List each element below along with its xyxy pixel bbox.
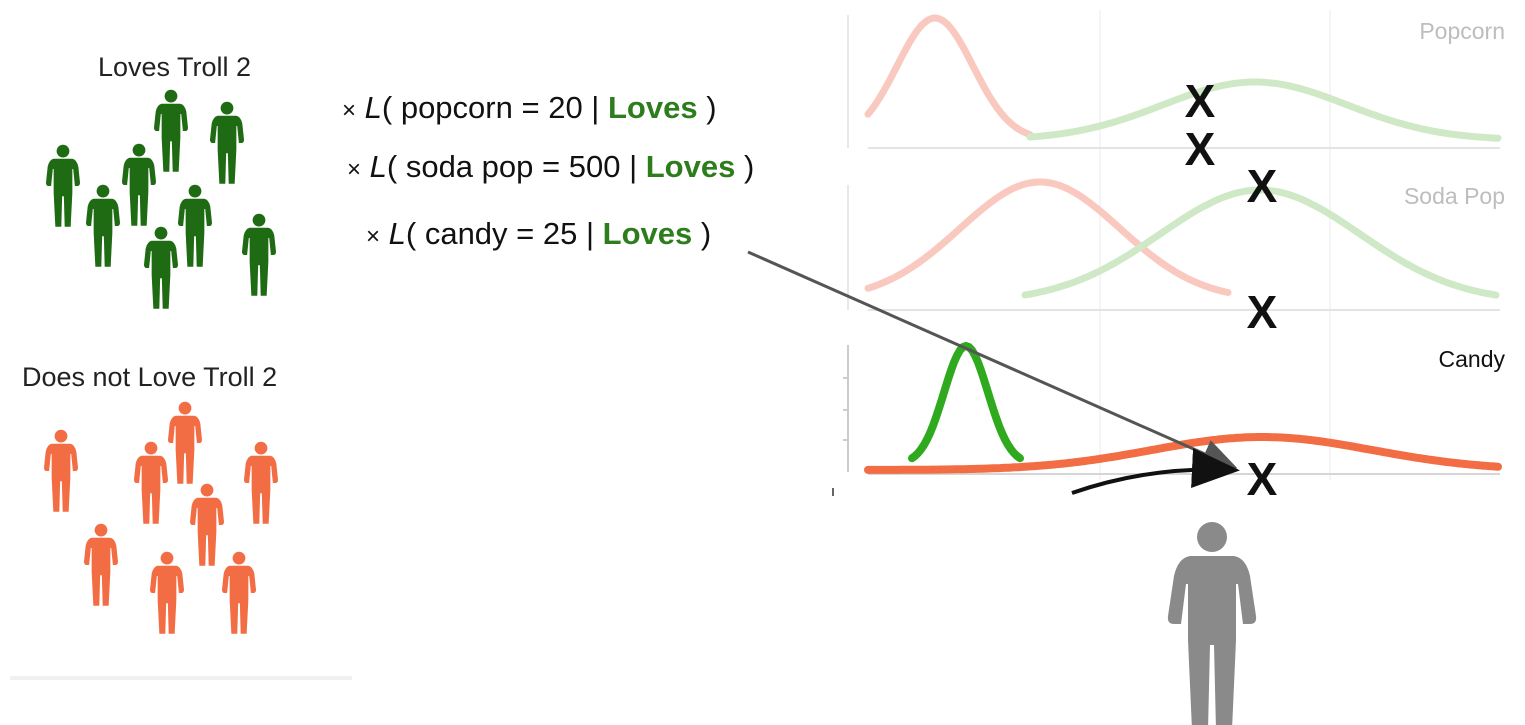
grid-lines bbox=[1099, 10, 1331, 480]
person-icon bbox=[84, 522, 118, 613]
loves-curve bbox=[908, 341, 1024, 463]
variable-value: 25 bbox=[542, 216, 578, 251]
axis-mark bbox=[832, 488, 834, 496]
x-marker: X bbox=[1247, 453, 1278, 505]
loves-curve bbox=[1026, 78, 1502, 142]
class-label: Loves bbox=[602, 216, 693, 251]
given-bar: | bbox=[577, 216, 603, 251]
likelihood-func: L bbox=[388, 216, 406, 251]
soda-pop-panel bbox=[847, 178, 1500, 311]
times-sign: × bbox=[342, 97, 357, 124]
not-loves-curve bbox=[864, 14, 1034, 139]
person-icon bbox=[210, 100, 244, 191]
curved-arrow bbox=[1071, 448, 1240, 495]
likelihood-func: L bbox=[369, 149, 387, 184]
x-marker: X bbox=[1185, 123, 1216, 175]
person-icon bbox=[154, 88, 188, 179]
person-icon bbox=[46, 143, 80, 234]
paren-open: ( bbox=[381, 90, 401, 125]
likelihood-term-candy: × L( candy = 25 | Loves ) bbox=[366, 216, 711, 252]
variable-name: candy bbox=[424, 216, 508, 251]
x-marker: X bbox=[1247, 286, 1278, 338]
class-label: Loves bbox=[645, 149, 736, 184]
given-bar: | bbox=[582, 90, 608, 125]
given-bar: | bbox=[620, 149, 646, 184]
likelihood-func: L bbox=[364, 90, 382, 125]
person-icon bbox=[144, 225, 178, 316]
times-sign: × bbox=[347, 156, 362, 183]
panel-label-popcorn: Popcorn bbox=[1419, 18, 1505, 44]
person-icon bbox=[122, 142, 156, 233]
paren-close: ) bbox=[735, 149, 755, 184]
person-icon bbox=[86, 183, 120, 274]
variable-name: popcorn bbox=[400, 90, 513, 125]
paren-open: ( bbox=[386, 149, 406, 184]
variable-value: 500 bbox=[568, 149, 621, 184]
popcorn-panel bbox=[847, 14, 1502, 149]
person-icon bbox=[134, 440, 168, 531]
likelihood-term-popcorn: × L( popcorn = 20 | Loves ) bbox=[342, 90, 717, 126]
person-icon bbox=[168, 400, 202, 491]
divider bbox=[10, 676, 352, 680]
person-icon bbox=[222, 550, 256, 641]
paren-open: ( bbox=[405, 216, 425, 251]
equals: = bbox=[507, 216, 543, 251]
equals: = bbox=[512, 90, 549, 125]
not-loves-curve bbox=[864, 178, 1232, 296]
times-sign: × bbox=[366, 223, 381, 250]
person-icon bbox=[242, 212, 276, 303]
variable-value: 20 bbox=[548, 90, 583, 125]
not-loves-group-title: Does not Love Troll 2 bbox=[22, 362, 278, 392]
panel-label-soda-pop: Soda Pop bbox=[1403, 183, 1505, 209]
person-icon bbox=[150, 550, 184, 641]
paren-close: ) bbox=[692, 216, 712, 251]
person-icon bbox=[190, 482, 224, 573]
panel-label-candy: Candy bbox=[1438, 346, 1505, 372]
x-marker: X bbox=[1185, 75, 1216, 127]
axis-ticks bbox=[843, 377, 848, 441]
x-markers: X X X X X bbox=[1185, 75, 1278, 505]
not-loves-curve bbox=[864, 433, 1502, 474]
paren-close: ) bbox=[697, 90, 717, 125]
equals: = bbox=[533, 149, 569, 184]
candy-panel bbox=[843, 341, 1502, 475]
arrow-to-candy-value bbox=[747, 250, 1238, 469]
class-label: Loves bbox=[607, 90, 698, 125]
person-icon bbox=[244, 440, 278, 531]
variable-name: soda pop bbox=[405, 149, 534, 184]
person-icon bbox=[178, 183, 212, 274]
new-person-icon bbox=[1167, 522, 1257, 725]
x-marker: X bbox=[1247, 160, 1278, 212]
loves-curve bbox=[1021, 186, 1500, 299]
likelihood-term-soda-pop: × L( soda pop = 500 | Loves ) bbox=[347, 149, 754, 185]
person-icon bbox=[44, 428, 78, 519]
loves-group-title: Loves Troll 2 bbox=[98, 52, 252, 82]
